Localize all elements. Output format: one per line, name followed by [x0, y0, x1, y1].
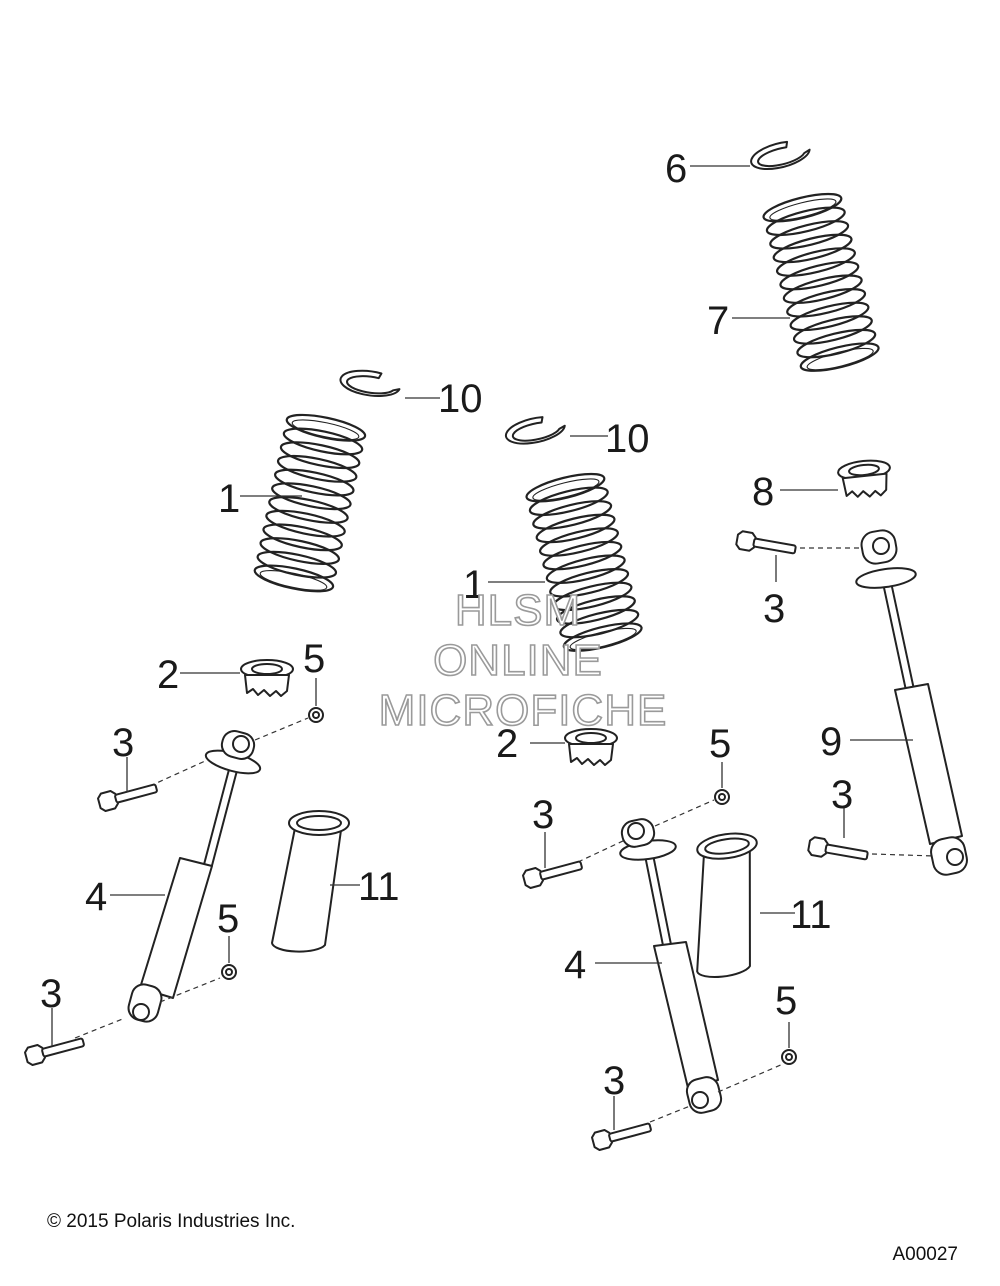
figure-id: A00027	[892, 1244, 958, 1265]
callout-10-center: 10	[605, 417, 650, 461]
callout-5-center-lower: 5	[775, 979, 797, 1023]
callout-3-right-upper: 3	[763, 587, 785, 631]
callout-7: 7	[707, 299, 729, 343]
watermark-line-1: HLSM	[455, 586, 581, 635]
bump-stop-left	[240, 659, 294, 697]
retainer-clip-center	[502, 411, 568, 450]
shock-absorber-center	[577, 799, 784, 1123]
callout-2-center: 2	[496, 722, 518, 766]
bump-stop-right	[836, 457, 894, 501]
watermark-line-3: MICROFICHE	[379, 686, 668, 735]
callout-3-right-lower: 3	[831, 773, 853, 817]
bolt-left-upper	[95, 778, 160, 814]
callout-5-center-upper: 5	[709, 722, 731, 766]
retainer-clip-right	[747, 135, 814, 176]
callout-10-left: 10	[438, 377, 483, 421]
callout-3-center-lower: 3	[603, 1059, 625, 1103]
nut-center-lower	[781, 1049, 797, 1065]
dust-boot-left	[271, 810, 350, 953]
copyright-notice: © 2015 Polaris Industries Inc.	[47, 1211, 296, 1232]
bolt-right-upper	[734, 529, 798, 560]
shock-absorber-left	[74, 717, 309, 1039]
nut-center-upper	[714, 789, 730, 805]
bolt-center-upper	[520, 855, 585, 891]
bolt-right-lower	[806, 835, 870, 866]
callout-3-center-upper: 3	[532, 793, 554, 837]
callout-4-center: 4	[564, 943, 586, 987]
watermark: HLSM ONLINE MICROFICHE	[378, 585, 668, 736]
bolt-center-lower	[589, 1117, 654, 1153]
callout-6: 6	[665, 147, 687, 191]
callout-3-left-upper: 3	[112, 721, 134, 765]
callout-1-left: 1	[218, 477, 240, 521]
retainer-clip-left	[337, 366, 403, 401]
nut-left-upper	[308, 707, 324, 723]
dust-boot-center	[677, 829, 776, 982]
bolt-left-lower	[22, 1032, 87, 1068]
coil-spring-right	[760, 187, 883, 378]
callout-11-left: 11	[358, 865, 400, 909]
callout-2-left: 2	[157, 653, 179, 697]
callout-11-center: 11	[790, 893, 832, 937]
callout-9: 9	[820, 720, 842, 764]
callout-1-center: 1	[463, 563, 485, 607]
coil-spring-left	[251, 408, 369, 598]
callout-5-left-upper: 5	[303, 637, 325, 681]
callout-3-left-lower: 3	[40, 972, 62, 1016]
watermark-line-2: ONLINE	[433, 636, 603, 685]
callout-4-left: 4	[85, 875, 107, 919]
left-assembly: 10 1 2 5 4	[22, 366, 483, 1068]
callout-8: 8	[752, 470, 774, 514]
nut-left-lower	[221, 964, 237, 980]
shock-absorber-right	[855, 529, 968, 876]
callout-5-left-lower: 5	[217, 897, 239, 941]
right-assembly: 6 7 8 3 9 3	[665, 135, 968, 876]
center-assembly: 10 1 2 5 4 3 5	[463, 411, 832, 1153]
